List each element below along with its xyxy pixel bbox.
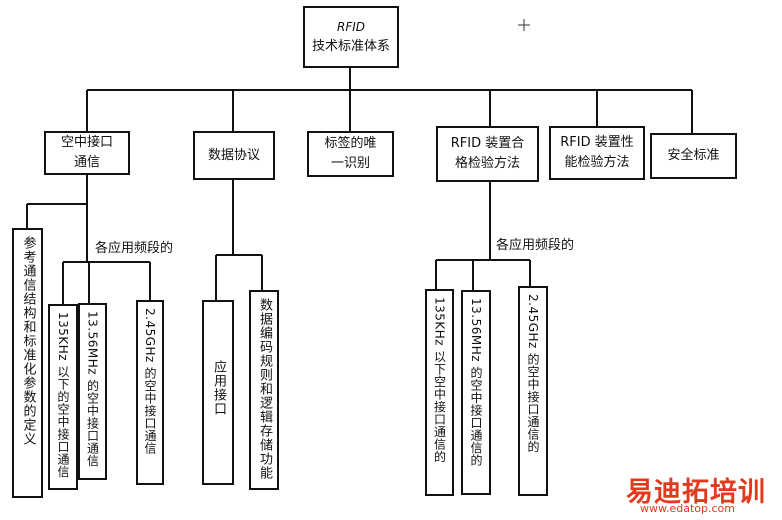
category-data-protocol: 数据协议 [193, 131, 275, 180]
category-conformance-test: RFID 装置合 格检验方法 [436, 126, 539, 182]
conf-band-label: 135KHz 以下空中接口通信的 [432, 297, 447, 463]
air-band-13-56m: 13.56MHz 的空中接口通信 [78, 303, 107, 480]
air-band-label: 13.56MHz 的空中接口通信 [85, 311, 100, 467]
category-label-line2: 一识别 [330, 156, 370, 171]
air-band-label: 2.45GHz 的空中接口通信 [143, 308, 157, 455]
data-item-label: 应用接口 [211, 360, 226, 416]
air-group-label: 各应用频段的 [95, 241, 174, 256]
watermark-brand: 易迪拓培训 [626, 477, 766, 508]
category-label-line2: 格检验方法 [454, 156, 520, 171]
air-band-135k: 135KHz 以下的空中接口通信 [48, 304, 78, 490]
data-encoding-rules: 数据编码规则和逻辑存储功能 [249, 290, 279, 490]
root-node: RFID 技术标准体系 [303, 6, 399, 68]
conf-band-label: 2.45GHz 的空中接口通信的 [526, 294, 540, 454]
conf-band-13-56m: 13.56MHz 的空中接口通信的 [461, 290, 491, 495]
category-label-line1: RFID 装置性 [560, 135, 634, 150]
category-label-line2: 通信 [73, 155, 100, 170]
conf-band-2-45g: 2.45GHz 的空中接口通信的 [518, 286, 548, 496]
conformance-group-label: 各应用频段的 [496, 238, 575, 253]
category-label: 安全标准 [667, 148, 720, 163]
root-line1: RFID [336, 20, 366, 34]
category-label: 数据协议 [207, 147, 260, 163]
conf-band-label: 13.56MHz 的空中接口通信的 [469, 298, 483, 467]
category-security: 安全标准 [650, 133, 737, 179]
air-reference-label: 参考通信结构和标准化参数的定义 [20, 236, 36, 446]
category-label-line1: 标签的唯 [324, 136, 377, 151]
air-reference-node: 参考通信结构和标准化参数的定义 [12, 228, 43, 498]
category-tag-unique-id: 标签的唯 一识别 [307, 131, 394, 177]
conf-band-135k: 135KHz 以下空中接口通信的 [425, 289, 454, 496]
data-item-label: 数据编码规则和逻辑存储功能 [257, 298, 272, 480]
root-line2: 技术标准体系 [311, 39, 390, 54]
data-app-interface: 应用接口 [202, 300, 234, 485]
watermark-url: www.edatop.com [640, 502, 735, 515]
air-band-label: 135KHz 以下的空中接口通信 [56, 312, 70, 478]
category-performance-test: RFID 装置性 能检验方法 [549, 126, 645, 180]
category-label-line1: 空中接口 [60, 135, 113, 150]
category-air-interface: 空中接口 通信 [44, 131, 130, 175]
category-label-line2: 能检验方法 [564, 155, 630, 170]
air-band-2-45g: 2.45GHz 的空中接口通信 [136, 300, 164, 485]
cursor-crosshair-icon [518, 19, 530, 31]
category-label-line1: RFID 装置合 [450, 136, 525, 151]
